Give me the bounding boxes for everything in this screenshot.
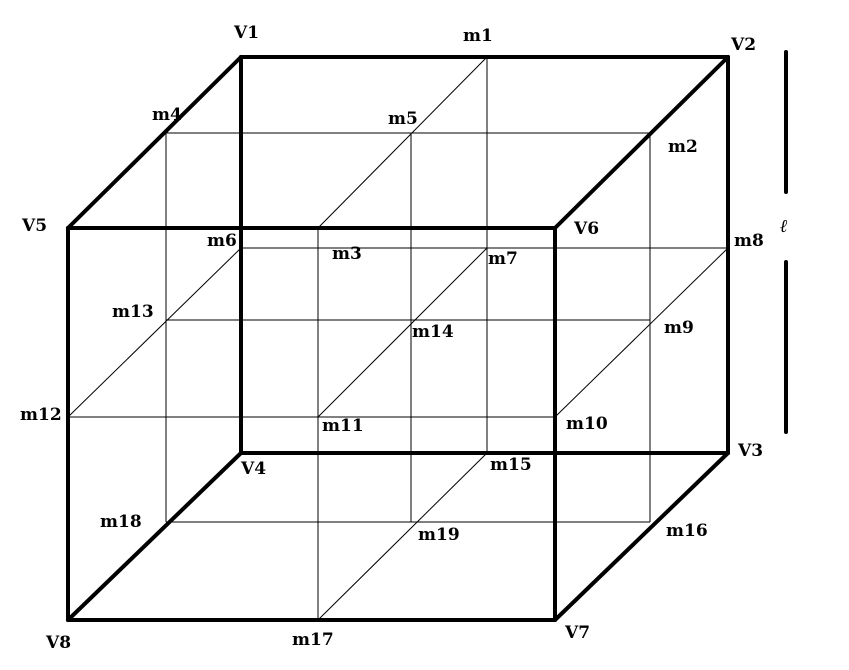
cube-edge: [66, 55, 243, 230]
midpoint-label-m5: m5: [388, 109, 418, 129]
vertex-label-v2: V2: [730, 35, 756, 55]
midpoint-label-m10: m10: [566, 414, 608, 434]
cube-edge: [553, 55, 730, 230]
midpoint-label-m1: m1: [463, 26, 493, 46]
midpoint-label-m15: m15: [490, 455, 532, 475]
midpoint-label-m17: m17: [292, 630, 334, 650]
grid-line: [317, 452, 488, 621]
midpoint-labels: m1 m2 m3 m4 m5 m6 m7 m8 m9 m10 m11 m12 m…: [20, 26, 764, 650]
midpoint-label-m18: m18: [100, 512, 142, 532]
vertex-label-v5: V5: [21, 216, 47, 236]
vertex-label-v7: V7: [564, 623, 590, 643]
side-length-label: ℓ: [780, 216, 788, 237]
vertex-labels: V1 V2 V3 V4 V5 V6 V7 V8: [21, 23, 763, 653]
grid-line: [67, 247, 242, 418]
midpoint-label-m13: m13: [112, 302, 154, 322]
midpoint-label-m12: m12: [20, 405, 62, 425]
cube-edge: [553, 451, 730, 622]
vertex-label-v6: V6: [573, 219, 599, 239]
grid-lines: [67, 56, 729, 621]
vertex-label-v3: V3: [737, 441, 763, 461]
midpoint-label-m3: m3: [332, 244, 362, 264]
midpoint-label-m8: m8: [734, 231, 764, 251]
midpoint-label-m2: m2: [668, 137, 698, 157]
midpoint-label-m9: m9: [664, 318, 694, 338]
grid-line: [554, 247, 729, 418]
midpoint-label-m11: m11: [322, 416, 364, 436]
vertex-label-v8: V8: [45, 633, 71, 653]
midpoint-label-m16: m16: [666, 521, 708, 541]
grid-line: [317, 56, 488, 229]
side-length-indicator: ℓ: [780, 50, 788, 434]
vertex-label-v4: V4: [240, 459, 266, 479]
grid-line: [317, 247, 488, 418]
cube-edges: [66, 55, 730, 622]
vertex-label-v1: V1: [233, 23, 259, 43]
midpoint-label-m6: m6: [207, 231, 237, 251]
midpoint-label-m4: m4: [152, 105, 182, 125]
midpoint-label-m14: m14: [412, 322, 454, 342]
midpoint-label-m7: m7: [488, 249, 518, 269]
cube-edge: [66, 451, 243, 622]
midpoint-label-m19: m19: [418, 525, 460, 545]
